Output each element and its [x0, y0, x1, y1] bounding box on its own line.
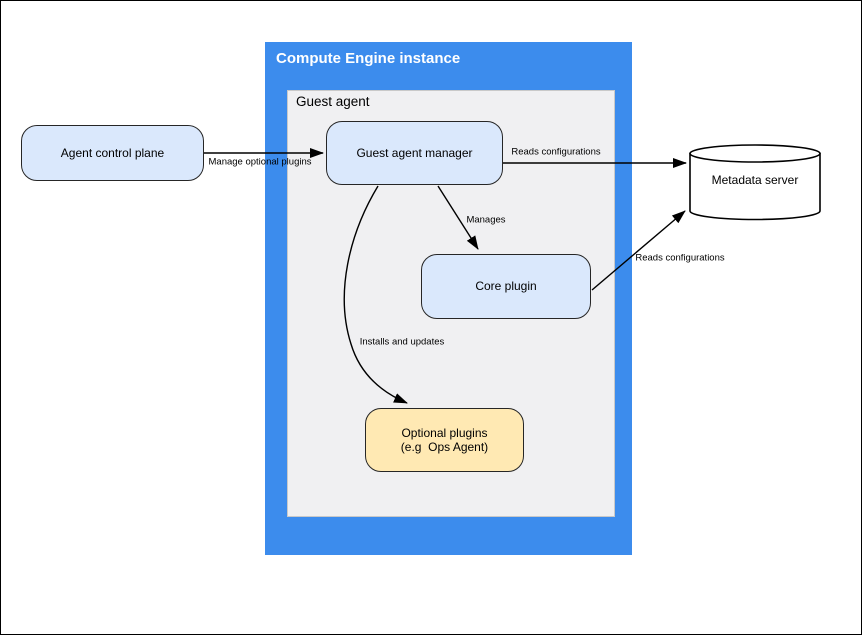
- edge-label-installs-and-updates: Installs and updates: [359, 336, 445, 348]
- agent-control-plane-label: Agent control plane: [60, 145, 165, 160]
- edge-label-manages: Manages: [466, 214, 506, 226]
- edge-label-manager-reads-configurations: Reads configurations: [511, 146, 601, 158]
- edge-label-manage-optional-plugins: Manage optional plugins: [208, 156, 312, 168]
- node-agent-control-plane: Agent control plane: [21, 125, 204, 181]
- guest-agent-manager-label: Guest agent manager: [356, 145, 473, 160]
- optional-plugins-label-line2: (e.g Ops Agent): [400, 440, 489, 454]
- metadata-server-label: Metadata server: [711, 173, 799, 187]
- node-core-plugin: Core plugin: [421, 254, 591, 319]
- optional-plugins-label-line1: Optional plugins: [401, 425, 488, 440]
- edge-label-core-reads-configurations: Reads configurations: [635, 252, 725, 264]
- compute-engine-instance-title: Compute Engine instance: [276, 50, 461, 67]
- node-optional-plugins: Optional plugins (e.g Ops Agent): [365, 408, 524, 472]
- core-plugin-label: Core plugin: [475, 279, 537, 294]
- guest-agent-title: Guest agent: [296, 94, 370, 109]
- node-guest-agent-manager: Guest agent manager: [326, 121, 503, 185]
